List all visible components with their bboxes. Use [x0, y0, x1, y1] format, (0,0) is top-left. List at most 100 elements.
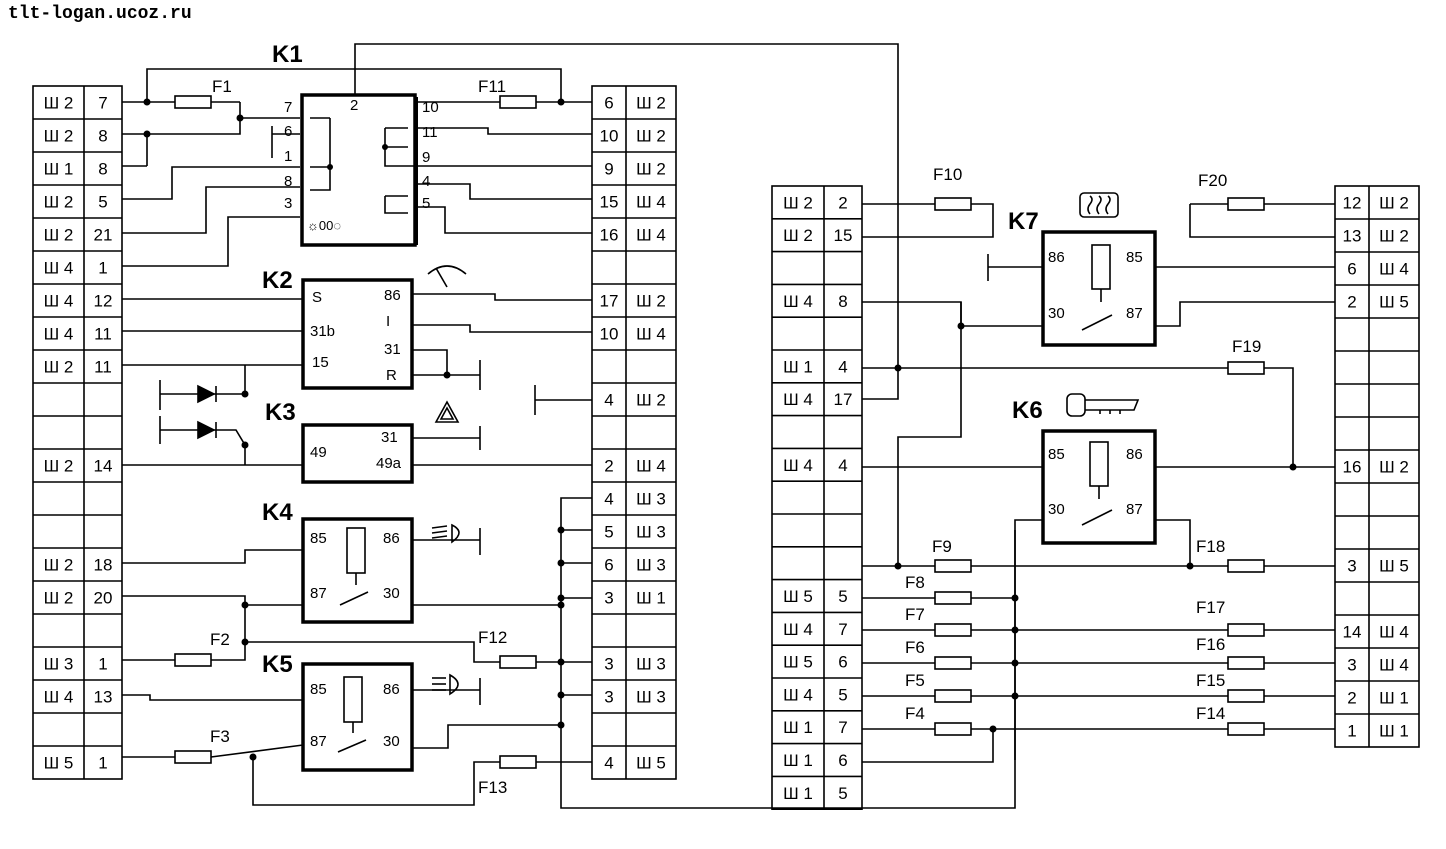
mid-terminal-cell: 4 — [604, 754, 613, 773]
fuse-f1 — [174, 95, 212, 109]
svg-text:86: 86 — [383, 681, 400, 698]
left-terminal-cell: 1 — [98, 754, 107, 773]
fuse-label: F16 — [1196, 635, 1225, 654]
fuse-labels: F1 F11 F2 F12 F3 F13 F10 F20 F19 F9 F18 … — [210, 77, 1261, 797]
mid-terminal-cell: 4 — [604, 391, 613, 410]
left-terminal-cell: 18 — [94, 556, 113, 575]
svg-text:87: 87 — [310, 733, 327, 750]
center-terminal-cell: Ш 1 — [783, 784, 813, 803]
svg-text:85: 85 — [1048, 446, 1065, 463]
svg-text:K3: K3 — [265, 399, 296, 426]
right-terminal-cell: 12 — [1343, 194, 1362, 213]
mid-terminal-cell: 6 — [604, 556, 613, 575]
fuse-f3 — [174, 750, 212, 764]
fuse-label: F20 — [1198, 171, 1227, 190]
relay-k6: K6 85 86 30 87 — [1012, 393, 1157, 545]
mid-terminal-cell: 16 — [600, 226, 619, 245]
mid-terminal-cell: Ш 2 — [636, 94, 666, 113]
center-terminal-cell: 17 — [834, 390, 853, 409]
fuse-f16 — [1227, 656, 1265, 670]
fuse-f12 — [499, 655, 537, 669]
center-terminal-cell: Ш 4 — [783, 390, 813, 409]
fuse-label: F17 — [1196, 598, 1225, 617]
fuse-label: F15 — [1196, 671, 1225, 690]
center-terminal-cell: 7 — [838, 620, 847, 639]
left-terminal-cell: 1 — [98, 655, 107, 674]
high-beam-icon — [432, 673, 459, 696]
fuse-f5 — [934, 689, 972, 703]
left-terminal-cell: 12 — [94, 292, 113, 311]
fuse-f11 — [499, 95, 537, 109]
right-terminal-cell: 2 — [1347, 293, 1356, 312]
wires — [122, 43, 1335, 809]
fuse-label: F1 — [212, 77, 232, 96]
svg-text:11: 11 — [422, 124, 438, 141]
right-terminal-cell: 13 — [1343, 227, 1362, 246]
left-terminal-cell: Ш 1 — [44, 160, 74, 179]
svg-text:K4: K4 — [262, 499, 293, 526]
svg-text:86: 86 — [1048, 249, 1065, 266]
left-terminal-cell: Ш 4 — [44, 688, 74, 707]
mid-terminal-cell: Ш 2 — [636, 127, 666, 146]
svg-text:87: 87 — [1126, 501, 1143, 518]
svg-text:31: 31 — [384, 341, 401, 358]
mid-terminal-cell: 5 — [604, 523, 613, 542]
left-terminal-cell: 8 — [98, 160, 107, 179]
left-terminal-cell: 13 — [94, 688, 113, 707]
hazard-triangle-icon — [434, 400, 460, 423]
svg-text:86: 86 — [383, 530, 400, 547]
fuse-f4 — [934, 722, 972, 736]
rear-defrost-icon — [1079, 192, 1119, 218]
center-terminal-cell: 15 — [834, 226, 853, 245]
svg-text:87: 87 — [310, 585, 327, 602]
fuse-label: F19 — [1232, 337, 1261, 356]
svg-text:K6: K6 — [1012, 397, 1043, 424]
relay-k4: K4 85 86 87 30 — [262, 499, 460, 624]
right-terminal-cell: Ш 5 — [1379, 293, 1409, 312]
center-terminal-cell: 4 — [838, 357, 847, 376]
fuses — [174, 95, 1265, 769]
fuse-label: F11 — [478, 77, 506, 96]
mid-terminal-cell: Ш 5 — [636, 754, 666, 773]
svg-text:7: 7 — [284, 99, 292, 116]
fuse-label: F3 — [210, 727, 230, 746]
svg-text:K2: K2 — [262, 267, 293, 294]
center-terminal-cell: Ш 1 — [783, 357, 813, 376]
fuse-label: F18 — [1196, 537, 1225, 556]
svg-text:49a: 49a — [376, 455, 402, 472]
relay-k2: K2 S 31b 15 86 I 31 R — [262, 265, 467, 390]
k1-indicator-icon: ☼00◌ — [307, 218, 341, 233]
right-terminal-cell: Ш 4 — [1379, 260, 1409, 279]
left-terminal-cell: Ш 2 — [44, 193, 74, 212]
left-terminal-cell: 11 — [94, 325, 112, 344]
center-terminal-cell: Ш 4 — [783, 292, 813, 311]
fuse-f10 — [934, 197, 972, 211]
mid-terminal-cell: Ш 2 — [636, 160, 666, 179]
center-terminal-cell: 5 — [838, 685, 847, 704]
right-terminal-cell: 6 — [1347, 260, 1356, 279]
svg-text:K5: K5 — [262, 651, 293, 678]
right-terminal-cell: Ш 2 — [1379, 458, 1409, 477]
mid-terminal-cell: Ш 3 — [636, 490, 666, 509]
center-terminal-cell: Ш 1 — [783, 751, 813, 770]
fuse-label: F4 — [905, 704, 925, 723]
fuse-label: F14 — [1196, 704, 1225, 723]
left-terminal-cell: Ш 2 — [44, 127, 74, 146]
center-terminal-cell: 8 — [838, 292, 847, 311]
svg-text:30: 30 — [1048, 501, 1065, 518]
center-terminal-cell: 5 — [838, 784, 847, 803]
mid-terminal-cell: Ш 3 — [636, 556, 666, 575]
fuse-label: F5 — [905, 671, 925, 690]
svg-text:3: 3 — [284, 195, 292, 212]
fuse-label: F12 — [478, 628, 507, 647]
svg-text:R: R — [386, 367, 397, 384]
svg-text:30: 30 — [383, 733, 400, 750]
relay-k1-label: K1 — [272, 41, 303, 68]
left-terminal-cell: Ш 4 — [44, 259, 74, 278]
svg-text:6: 6 — [284, 123, 292, 140]
fuse-label: F13 — [478, 778, 507, 797]
mid-terminal-cell: 6 — [604, 94, 613, 113]
